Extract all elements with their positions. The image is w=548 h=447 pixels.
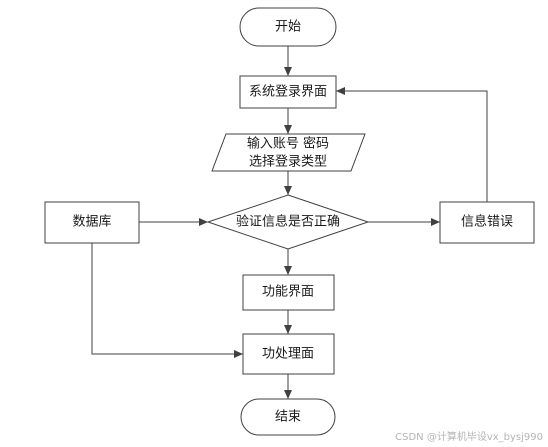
info-error-label: 信息错误 <box>461 214 513 230</box>
input-parallelogram <box>211 133 366 172</box>
database-label: 数据库 <box>72 214 111 230</box>
edge-database-to-process <box>91 243 243 358</box>
edge-error-to-login <box>336 87 488 202</box>
verify-label: 验证信息是否正确 <box>236 214 340 230</box>
process-screen-box <box>242 333 335 375</box>
function-screen-box <box>242 274 335 311</box>
end-label: 结束 <box>275 410 301 425</box>
start-terminator <box>239 7 337 47</box>
info-error-box <box>439 201 535 244</box>
database-box <box>44 201 140 244</box>
watermark: CSDN @计算机毕设vx_bysj990 <box>395 430 543 443</box>
verify-decision <box>206 194 370 250</box>
login-screen-box <box>239 75 337 109</box>
process-screen-label: 功处理面 <box>262 347 314 362</box>
input-label-line1: 输入账号 密码 <box>247 136 329 152</box>
start-label: 开始 <box>275 20 301 35</box>
login-screen-label: 系统登录界面 <box>249 85 327 100</box>
end-terminator <box>240 398 336 436</box>
input-label-line2: 选择登录类型 <box>249 155 327 170</box>
function-screen-label: 功能界面 <box>262 285 314 300</box>
